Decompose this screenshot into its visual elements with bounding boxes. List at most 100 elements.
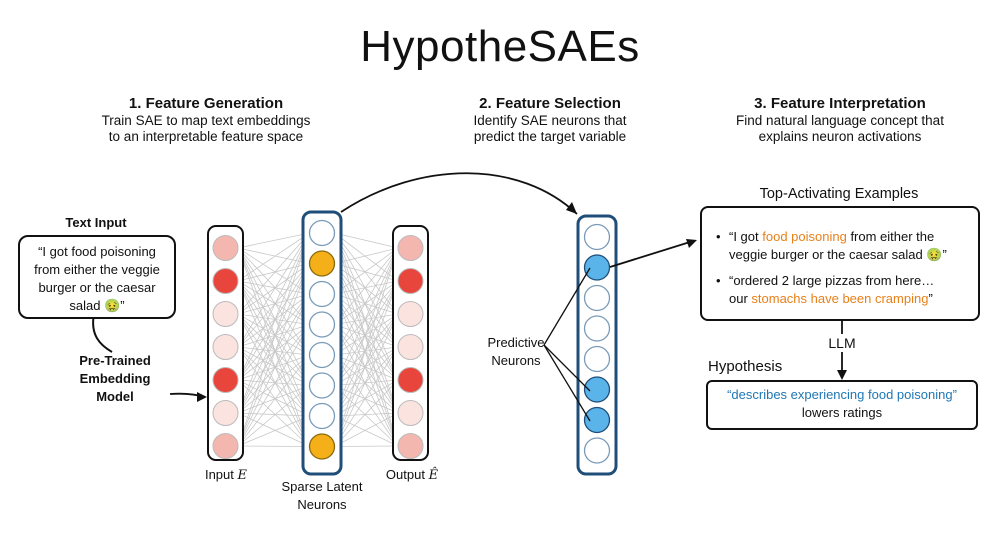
section-desc-line: explains neuron activations xyxy=(758,129,922,144)
connection-line xyxy=(334,280,399,295)
connection-line xyxy=(237,412,310,417)
network-connections xyxy=(237,232,399,447)
connection-line xyxy=(237,313,310,386)
connection-line xyxy=(237,346,310,356)
input-neuron xyxy=(212,268,239,294)
connection-line xyxy=(237,232,310,315)
interpretation-arrow xyxy=(609,241,691,268)
section-heading: 1. Feature Generation xyxy=(128,95,284,112)
selection-neuron xyxy=(583,406,611,434)
connection-line xyxy=(237,247,310,295)
connection-line xyxy=(237,379,310,447)
section-feature-generation: 1. Feature Generation Train SAE to map t… xyxy=(56,94,356,145)
example-highlight: stomachs have been cramping xyxy=(751,291,929,306)
example-text: our xyxy=(729,291,752,306)
latent-neuron xyxy=(308,372,336,399)
connection-line xyxy=(237,247,310,417)
examples-box: • “I got food poisoning from either the … xyxy=(700,206,980,321)
selection-neuron xyxy=(583,315,611,342)
predictive-line xyxy=(543,344,591,422)
latent-label-line: Sparse Latent xyxy=(281,479,363,494)
predictive-label-line: Neurons xyxy=(491,353,541,368)
latent-neuron xyxy=(308,250,336,277)
section-desc-line: predict the target variable xyxy=(473,129,627,144)
connection-line xyxy=(334,247,399,386)
embedding-model-label: Pre-Trained Embedding Model xyxy=(60,352,170,406)
bullet-icon: • xyxy=(716,273,721,288)
connection-line xyxy=(334,280,399,386)
example-highlight: food poisoning xyxy=(762,229,847,244)
text-input-line: burger or the caesar xyxy=(38,280,156,295)
selection-arrow xyxy=(340,172,578,215)
connection-line xyxy=(334,313,399,447)
connection-line xyxy=(237,232,310,447)
model-arrowhead xyxy=(197,392,207,402)
text-input-label: Text Input xyxy=(65,215,127,230)
connection-line xyxy=(334,280,399,447)
connection-line xyxy=(237,232,310,348)
connection-line xyxy=(334,324,399,381)
connection-line xyxy=(237,263,310,282)
connection-line xyxy=(334,354,399,381)
connection-line xyxy=(237,263,310,447)
predictive-label-line: Predictive xyxy=(487,335,545,350)
output-label-text: Output xyxy=(385,467,425,482)
connection-line xyxy=(237,280,310,386)
input-neuron xyxy=(212,235,239,261)
predictive-line xyxy=(543,267,591,346)
connection-line xyxy=(334,412,399,417)
connection-line xyxy=(334,313,399,356)
latent-neuron xyxy=(308,433,336,460)
text-input-tail xyxy=(92,313,113,353)
connection-line xyxy=(334,324,399,447)
connection-line xyxy=(334,293,399,381)
connection-line xyxy=(237,293,310,315)
connection-line xyxy=(237,280,310,295)
connection-line xyxy=(334,445,399,447)
model-line: Model xyxy=(96,389,134,404)
section-desc-line: Train SAE to map text embeddings xyxy=(101,113,311,128)
latent-neuron xyxy=(308,219,336,247)
input-neuron xyxy=(212,433,239,459)
connection-line xyxy=(237,354,310,381)
connection-line xyxy=(237,354,310,447)
example-text: “I got xyxy=(729,229,763,244)
connection-line xyxy=(334,313,399,386)
connection-line xyxy=(237,293,310,348)
connection-line xyxy=(237,346,310,417)
connection-line xyxy=(334,412,399,447)
output-neuron xyxy=(397,268,424,294)
selection-neuron xyxy=(583,345,611,373)
connection-line xyxy=(334,263,399,348)
example-text: veggie burger or the caesar salad 🤢” xyxy=(729,247,947,262)
connection-line xyxy=(334,324,399,348)
connection-line xyxy=(334,313,399,417)
connection-line xyxy=(334,385,399,414)
input-layer-label: Input E xyxy=(190,466,262,485)
top-examples-title: Top-Activating Examples xyxy=(759,186,919,202)
connection-line xyxy=(334,247,399,417)
connection-line xyxy=(334,280,399,356)
connection-line xyxy=(237,445,310,447)
connection-line xyxy=(334,232,399,315)
connection-line xyxy=(237,293,310,414)
connection-line xyxy=(334,354,399,447)
example-text: “ordered 2 large pizzas from here… xyxy=(729,273,935,288)
connection-line xyxy=(237,346,310,386)
section-desc-line: to an interpretable feature space xyxy=(108,129,304,144)
llm-label: LLM xyxy=(828,335,856,351)
connection-line xyxy=(334,247,399,295)
selection-neuron xyxy=(583,254,611,281)
connection-line xyxy=(334,415,399,447)
hypothesis-box: “describes experiencing food poisoning” … xyxy=(706,380,978,430)
connection-line xyxy=(334,385,399,447)
input-neuron xyxy=(212,400,239,426)
connection-line xyxy=(334,324,399,414)
selection-arrowhead xyxy=(566,202,577,214)
connection-line xyxy=(237,280,310,447)
section-heading: 3. Feature Interpretation xyxy=(754,95,926,112)
connection-line xyxy=(334,379,399,417)
connection-line xyxy=(334,379,399,447)
output-neuron xyxy=(397,433,424,459)
